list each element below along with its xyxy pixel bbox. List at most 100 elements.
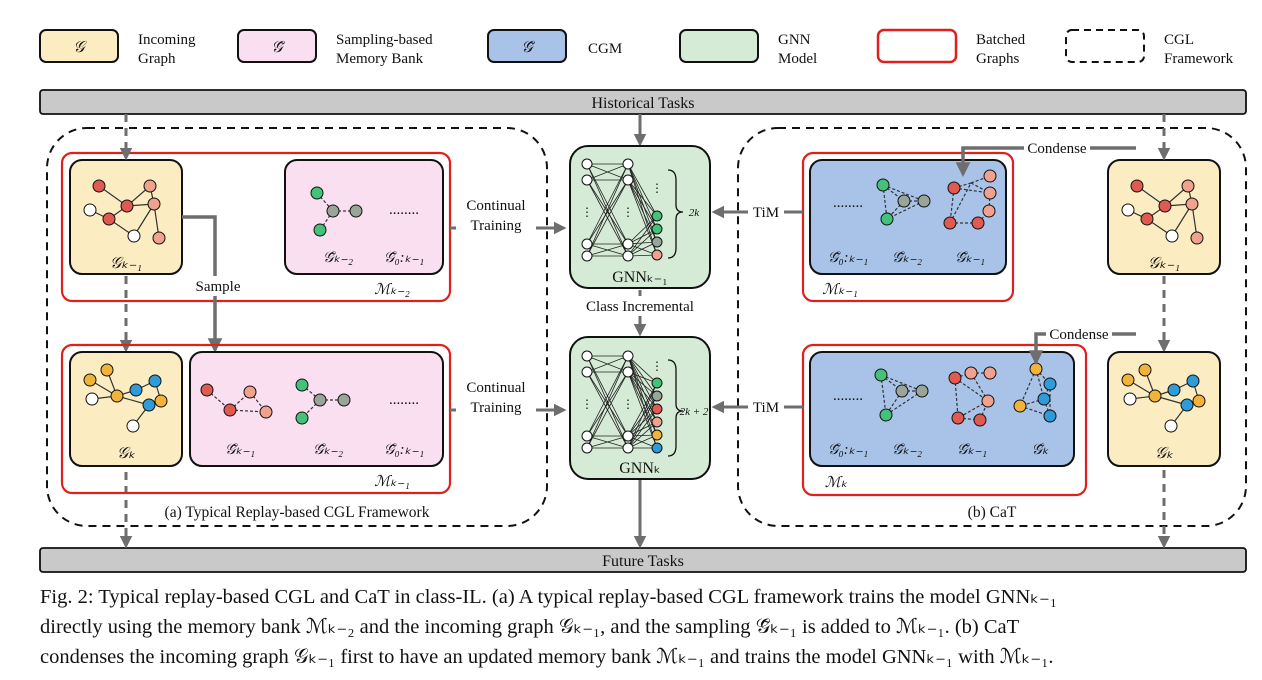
- panel-a-top-memory-label-0: 𝒢̃ₖ₋₂: [323, 250, 353, 266]
- tim-label-top-bg: [748, 202, 784, 222]
- panel-a-bottom-memory-label-1: 𝒢̃ₖ₋₂: [313, 442, 343, 458]
- panel-b-top-graph-label: 𝒢ₖ₋₁: [1148, 255, 1180, 272]
- panel-a-top-memory-bank: [284, 159, 444, 275]
- panel-a-bottom-batch: [60, 343, 452, 495]
- panel-a-bottom-memory-label-2: 𝒢̃₀:ₖ₋₁: [384, 442, 424, 458]
- legend-gnn-model: GNN Model: [679, 29, 817, 67]
- panel-a-top-memory-label-1: 𝒢̃₀:ₖ₋₁: [384, 250, 424, 266]
- historical-tasks-bar: Historical Tasks: [39, 89, 1247, 115]
- panel-b-bottom-cgm-label-1: 𝒢̃ₖ₋₂: [892, 442, 922, 458]
- svg-text:⋮: ⋮: [581, 397, 593, 411]
- panel-b-bottom-cgm-nodes: [874, 362, 1057, 427]
- panel-a-bottom-memory-dots: ........: [389, 392, 419, 408]
- continual-training-bottom-1: Continual: [466, 380, 525, 396]
- panel-a-bottom-graph-nodes: [83, 363, 168, 433]
- legend-gnn-label-2: Model: [778, 51, 817, 67]
- legend-cgm-label: CGM: [588, 41, 622, 57]
- panel-a-bottom-memory-bank: [189, 351, 444, 467]
- gnn-top-label: GNNₖ₋₁: [612, 269, 668, 286]
- panel-b-top-cgm-label-0: 𝒢̃₀:ₖ₋₁: [828, 250, 868, 266]
- panel-a-framework-outline: [46, 127, 548, 527]
- panel-a-caption: (a) Typical Replay-based CGL Framework: [165, 504, 430, 521]
- legend-batched-label-1: Batched: [976, 32, 1026, 48]
- svg-text:⋮: ⋮: [581, 205, 593, 219]
- cgl-diagram: 𝒢 Incoming Graph 𝒢̃ Sampling-based Memor…: [39, 28, 1247, 573]
- historical-tasks-label: Historical Tasks: [591, 95, 694, 112]
- panel-b-bottom-graph-nodes: [1121, 363, 1206, 433]
- panel-b-bottom-cgm-label-0: 𝒢̃₀:ₖ₋₁: [828, 442, 868, 458]
- panel-b-top-batch: [801, 151, 1015, 303]
- panel-b-bottom-cgm: [809, 351, 1075, 467]
- condense-label-bottom: Condense: [1049, 327, 1109, 343]
- panel-b-framework-outline: [737, 127, 1247, 527]
- caption-line-3: condenses the incoming graph 𝒢ₖ₋₁ first …: [40, 646, 1054, 668]
- legend-cgl-label-2: Framework: [1164, 51, 1234, 67]
- class-incremental-label: Class Incremental: [586, 299, 694, 315]
- continual-training-bottom-2: Training: [470, 400, 522, 416]
- gnn-top-network: ⋮ ⋮ ⋮: [581, 158, 684, 262]
- panel-b-bottom-graph-label: 𝒢ₖ: [1155, 445, 1173, 462]
- continual-training-top-1: Continual: [466, 198, 525, 214]
- panel-b-bottom-batch: [801, 343, 1088, 497]
- panel-b-top-bank-label: ℳₖ₋₁: [822, 282, 858, 298]
- gnn-column: ⋮ ⋮ ⋮ 2k GNNₖ₋₁ Class Incremental: [569, 114, 711, 549]
- continual-training-top-2: Training: [470, 218, 522, 234]
- gnn-bottom-label: GNNₖ: [619, 460, 660, 477]
- sample-label-bg: [188, 276, 248, 296]
- svg-text:⋮: ⋮: [651, 181, 663, 195]
- continual-training-label-bottom-bg: [456, 376, 536, 420]
- panel-b: ........ 𝒢̃₀:ₖ₋₁ 𝒢̃ₖ₋₂ 𝒢̃ₖ₋₁ ℳₖ₋₁ 𝒢ₖ: [711, 114, 1221, 549]
- svg-text:⋮: ⋮: [622, 397, 634, 411]
- legend-cgm-symbol: 𝒢̃: [521, 39, 535, 56]
- sample-arrow: [182, 215, 223, 353]
- legend-incoming-graph: 𝒢 Incoming Graph: [39, 29, 196, 67]
- future-tasks-bar: Future Tasks: [39, 547, 1247, 573]
- panel-b-top-cgm-nodes: [876, 169, 997, 230]
- gnn-bottom-network: ⋮ ⋮ ⋮: [581, 350, 684, 457]
- svg-text:⋮: ⋮: [651, 359, 663, 373]
- class-incremental-label-bg: [578, 296, 702, 316]
- svg-text:⋮: ⋮: [622, 205, 634, 219]
- legend-cgm: 𝒢̃ CGM: [487, 29, 622, 63]
- gnn-top-output-label: 2k: [689, 207, 701, 219]
- tim-label-bottom: TiM: [753, 400, 779, 416]
- legend: 𝒢 Incoming Graph 𝒢̃ Sampling-based Memor…: [39, 28, 1234, 67]
- legend-memory-bank: 𝒢̃ Sampling-based Memory Bank: [237, 29, 433, 67]
- panel-a-bottom-bank-label: ℳₖ₋₁: [374, 474, 410, 490]
- panel-b-bottom-cgm-dots: ........: [833, 388, 863, 404]
- caption-line-1: Fig. 2: Typical replay-based CGL and CaT…: [40, 586, 1057, 608]
- condense-label-top: Condense: [1027, 141, 1087, 157]
- panel-a-top-memory-dots: ........: [389, 202, 419, 218]
- panel-b-top-cgm-label-2: 𝒢̃ₖ₋₁: [955, 250, 985, 266]
- panel-b-bottom-cgm-label-3: 𝒢̃ₖ: [1031, 442, 1049, 458]
- legend-cgl-framework: CGL Framework: [1065, 29, 1234, 67]
- panel-a-top-graph-nodes: [83, 179, 166, 245]
- panel-a-bottom-graph-label: 𝒢ₖ: [117, 445, 135, 462]
- sample-label: Sample: [196, 279, 241, 295]
- future-tasks-label: Future Tasks: [602, 553, 684, 570]
- condense-label-bottom-bg: [1046, 324, 1112, 344]
- legend-incoming-label-1: Incoming: [138, 32, 196, 48]
- tim-label-top: TiM: [753, 205, 779, 221]
- legend-gnn-label-1: GNN: [778, 32, 811, 48]
- legend-memory-symbol: 𝒢̃: [271, 39, 285, 56]
- gnn-bottom-box: [569, 336, 711, 480]
- panel-b-top-cgm-label-1: 𝒢̃ₖ₋₂: [892, 250, 922, 266]
- gnn-bottom-output-label: 2k + 2: [680, 406, 709, 418]
- panel-a: 𝒢ₖ₋₁ ........ 𝒢̃ₖ₋₂ 𝒢̃₀:ₖ₋₁ ℳₖ₋₂ Sample: [60, 114, 567, 549]
- panel-b-bottom-bank-label: ℳₖ: [825, 475, 848, 491]
- panel-b-top-graph-nodes: [1121, 179, 1204, 245]
- legend-memory-label-2: Memory Bank: [336, 51, 424, 67]
- legend-incoming-symbol: 𝒢: [73, 39, 87, 56]
- legend-batched-label-2: Graphs: [976, 51, 1019, 67]
- panel-a-top-memory-nodes: [310, 186, 363, 237]
- panel-b-top-cgm-dots: ........: [833, 195, 863, 211]
- legend-cgl-label-1: CGL: [1164, 32, 1194, 48]
- tim-label-bottom-bg: [748, 397, 784, 417]
- caption-line-2: directly using the memory bank ℳₖ₋₂ and …: [40, 616, 1020, 638]
- condense-label-top-bg: [1024, 138, 1090, 158]
- panel-a-top-graph-label: 𝒢ₖ₋₁: [110, 255, 142, 272]
- legend-batched-graphs: Batched Graphs: [876, 28, 1026, 67]
- panel-a-top-bank-label: ℳₖ₋₂: [374, 282, 410, 298]
- legend-memory-label-1: Sampling-based: [336, 32, 433, 48]
